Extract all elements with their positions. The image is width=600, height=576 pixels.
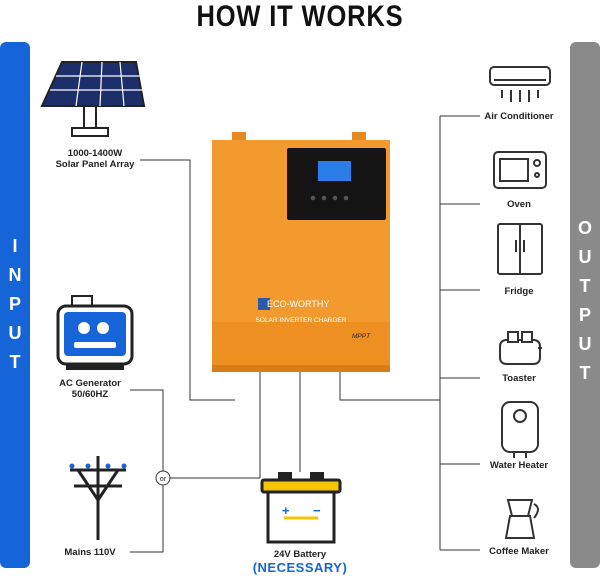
- generator-icon: [56, 295, 134, 370]
- battery-icon: [260, 472, 342, 544]
- inverter-brand: ECO-WORTHY: [267, 299, 329, 309]
- coffee-maker-icon: [504, 499, 539, 539]
- label-letter: U: [8, 323, 22, 343]
- air-conditioner-icon: [489, 66, 551, 102]
- brand-logo-icon: [258, 298, 270, 310]
- output-label-5: Coffee Maker: [489, 546, 549, 557]
- label-letter: U: [578, 334, 592, 354]
- utility-pole-icon: [70, 456, 126, 540]
- pole-insulators: [69, 463, 127, 469]
- label-letter: U: [578, 247, 592, 267]
- water-heater-icon: [501, 401, 539, 458]
- output-label-4: Water Heater: [489, 460, 549, 471]
- label-letter: T: [579, 363, 591, 383]
- fridge-icon: [497, 223, 543, 275]
- solar-panel-icon: [40, 61, 146, 137]
- inverter-mppt: MPPT: [352, 333, 371, 340]
- label-letter: O: [577, 218, 592, 238]
- output-label-0: Air Conditioner: [484, 111, 554, 122]
- battery-note: (NECESSARY): [252, 560, 348, 575]
- or-label: or: [160, 476, 167, 483]
- label-letter: I: [12, 236, 18, 256]
- battery-minus: −: [313, 503, 321, 518]
- lcd-screen: [318, 161, 351, 181]
- output-label-3: Toaster: [502, 373, 536, 384]
- oven-icon: [493, 151, 547, 189]
- output-label-2: Fridge: [504, 286, 534, 297]
- battery-plus: +: [282, 503, 290, 518]
- inverter-model: SOLAR INVERTER CHARGER: [256, 317, 347, 324]
- page-title: HOW IT WORKS: [196, 0, 404, 33]
- mains-label: Mains 110V: [64, 547, 116, 558]
- label-letter: N: [8, 265, 22, 285]
- inverter-unit: [212, 132, 390, 372]
- label-letter: P: [8, 294, 21, 314]
- label-letter: T: [579, 276, 591, 296]
- generator-label: AC Generator 50/60HZ: [59, 378, 121, 400]
- solar-label: 1000-1400W Solar Panel Array: [55, 148, 135, 170]
- battery-label: 24V Battery: [273, 549, 327, 560]
- or-junction: [155, 470, 171, 486]
- label-letter: T: [9, 352, 21, 372]
- label-letter: P: [578, 305, 591, 325]
- output-label-1: Oven: [507, 199, 531, 210]
- wires: [130, 115, 480, 553]
- toaster-icon: [499, 331, 542, 365]
